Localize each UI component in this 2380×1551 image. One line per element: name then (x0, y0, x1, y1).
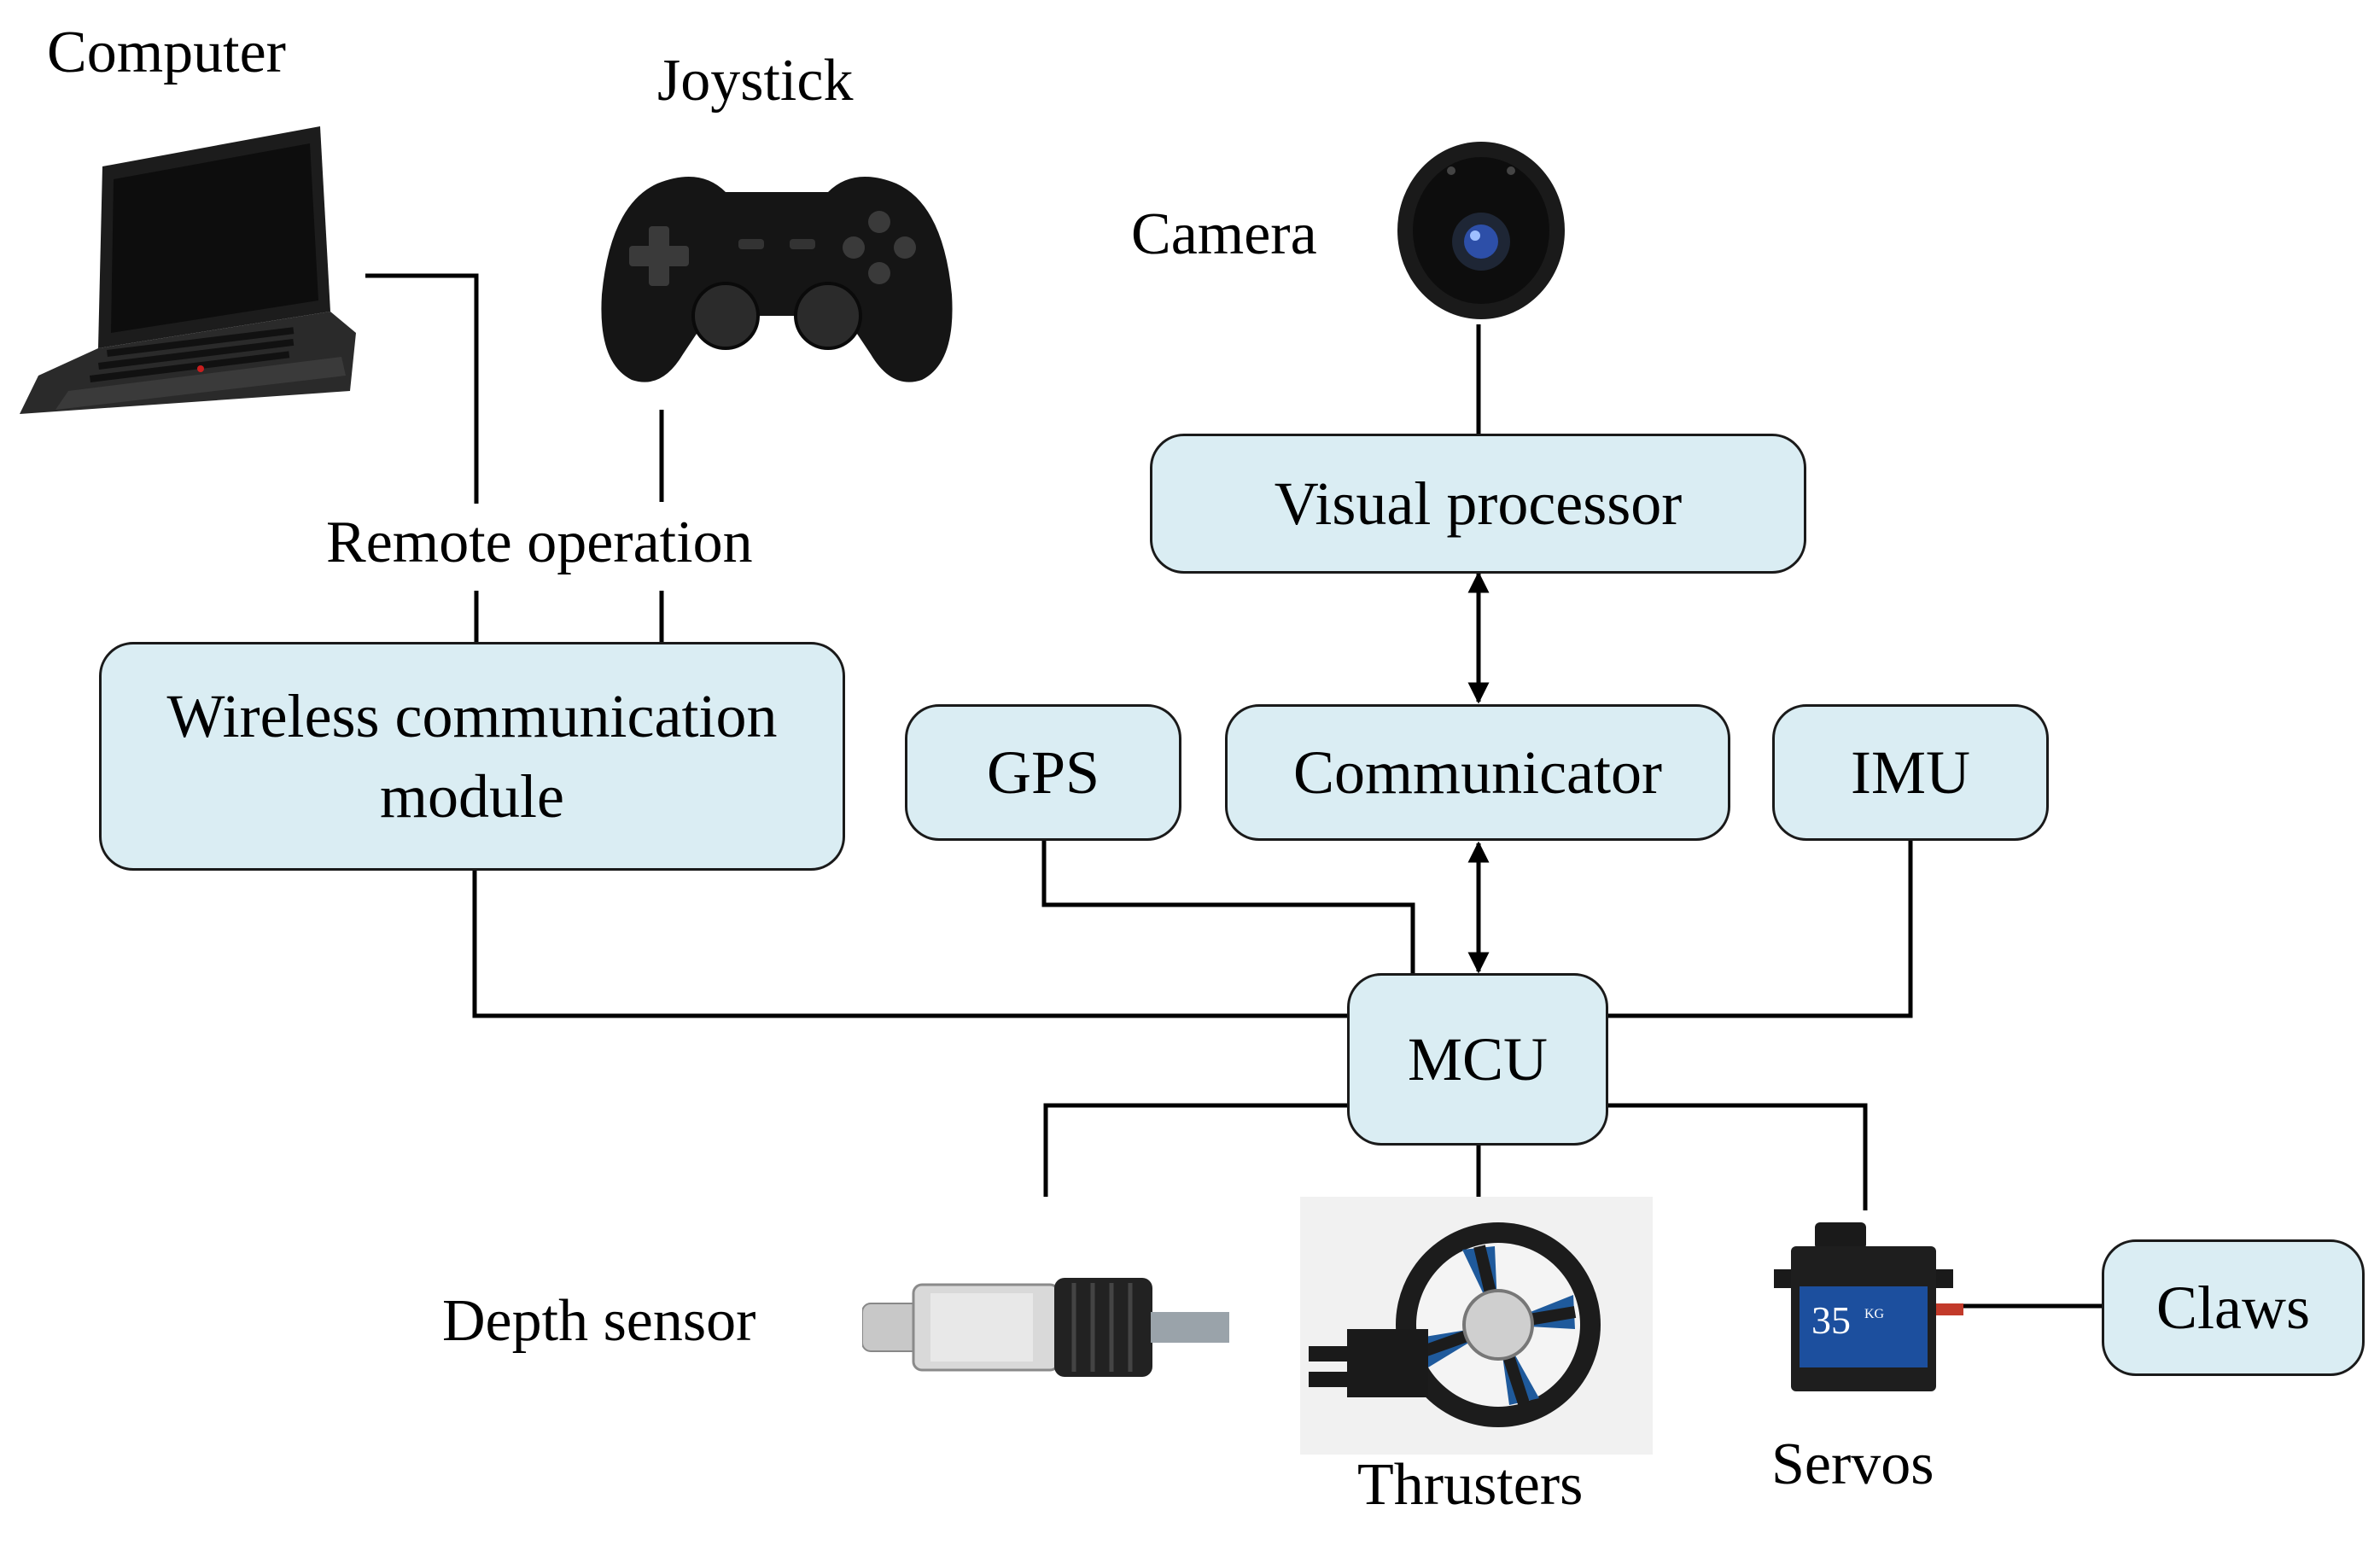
remote-operation-label: Remote operation (326, 510, 753, 575)
link-mcu-servos (1608, 1103, 1868, 1210)
gps-label: GPS (986, 738, 1100, 807)
communicator-label: Communicator (1293, 738, 1662, 807)
servo-icon: 35 KG (1774, 1222, 1963, 1391)
claws-box: Claws (2102, 1239, 2365, 1376)
mcu-label: MCU (1407, 1025, 1549, 1093)
wireless-module-box: Wireless communication module (99, 642, 845, 871)
camera-icon (1397, 142, 1565, 319)
claws-label: Claws (2156, 1274, 2310, 1342)
imu-box: IMU (1772, 704, 2049, 841)
communicator-box: Communicator (1225, 704, 1730, 841)
link-computer-wireless (365, 273, 479, 642)
thruster-icon (1300, 1197, 1653, 1455)
camera-label: Camera (1131, 201, 1317, 267)
servos-label: Servos (1771, 1431, 1934, 1497)
thrusters-label: Thrusters (1357, 1452, 1584, 1518)
servo-number-label: 35 (1811, 1298, 1851, 1342)
link-mcu-depth (1043, 1103, 1347, 1197)
depth-sensor-label: Depth sensor (442, 1288, 756, 1354)
gamepad-icon (601, 177, 953, 382)
link-wireless-mcu (472, 869, 1347, 1018)
visual-processor-label: Visual processor (1274, 469, 1683, 538)
link-gps-mcu (1041, 841, 1415, 975)
imu-label: IMU (1851, 738, 1970, 807)
servo-unit-label: KG (1864, 1307, 1885, 1321)
depth-sensor-icon (862, 1278, 1229, 1377)
link-imu-mcu (1608, 841, 1913, 1018)
computer-label: Computer (47, 20, 286, 85)
laptop-icon (20, 126, 356, 414)
gps-box: GPS (905, 704, 1181, 841)
mcu-box: MCU (1347, 973, 1608, 1146)
visual-processor-box: Visual processor (1150, 434, 1806, 574)
wireless-module-label-line1: Wireless communication (166, 682, 778, 750)
joystick-label: Joystick (657, 48, 854, 114)
wireless-module-label-line2: module (380, 762, 564, 831)
